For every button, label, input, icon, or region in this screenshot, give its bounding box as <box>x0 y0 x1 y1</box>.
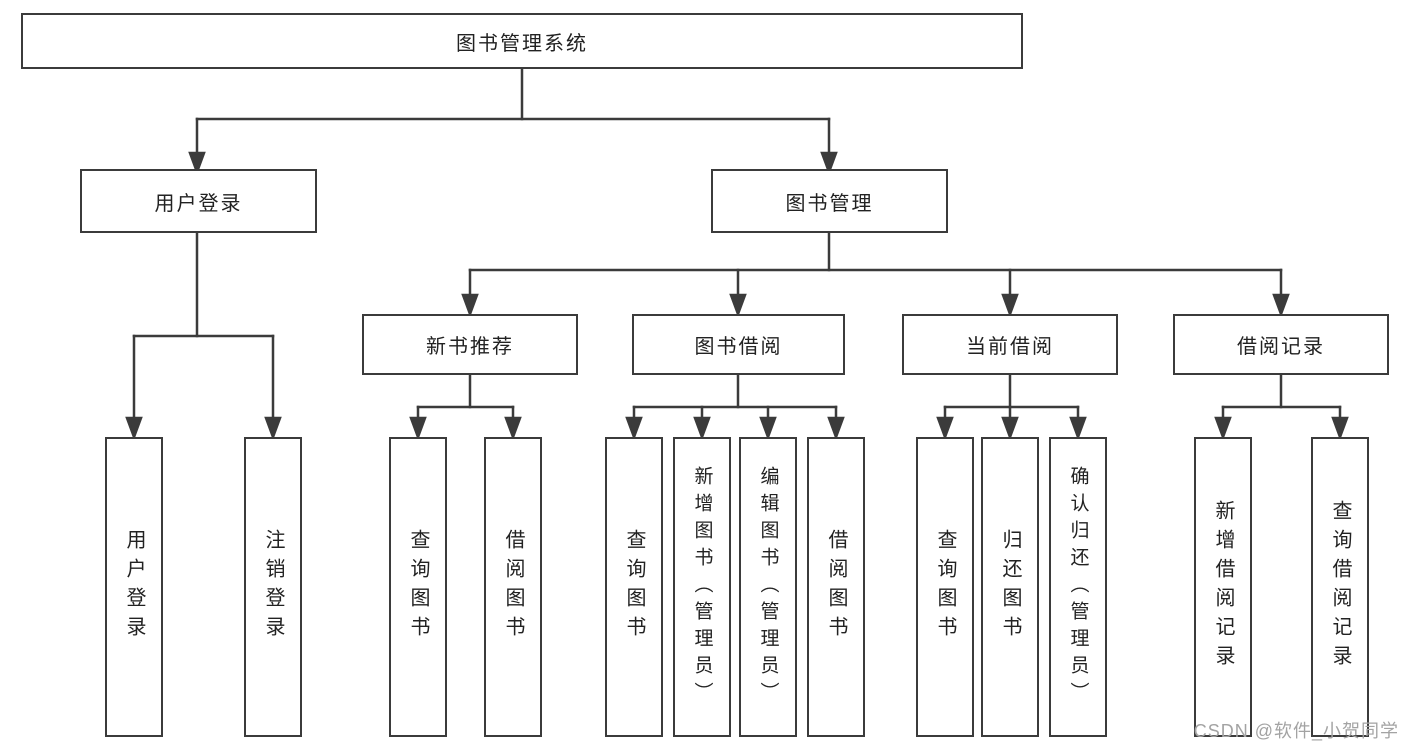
node-new-book-rec-label: 新书推荐 <box>426 336 514 358</box>
node-user-login: 用户登录 <box>80 169 317 233</box>
node-rec-borrow-books: 借阅图书 <box>484 437 542 737</box>
node-rec-query-books: 查询图书 <box>389 437 447 737</box>
node-borrow-records: 借阅记录 <box>1173 314 1389 375</box>
node-book-borrow: 图书借阅 <box>632 314 845 375</box>
node-borrow-query-books: 查询图书 <box>605 437 663 737</box>
connector-book-borrow-children <box>625 373 845 441</box>
node-book-mgmt: 图书管理 <box>711 169 948 233</box>
node-root-label: 图书管理系统 <box>456 32 588 55</box>
connector-book-mgmt-to-level3 <box>461 231 1290 318</box>
node-borrow-records-label: 借阅记录 <box>1237 336 1325 358</box>
csdn-watermark: CSDN @软件_小贺同学 <box>1193 721 1399 741</box>
connector-user-login-children <box>125 231 282 441</box>
node-book-borrow-label: 图书借阅 <box>694 336 783 358</box>
node-edit-books-admin: 编辑图书（管理员） <box>739 437 797 737</box>
node-add-borrow-record: 新增借阅记录 <box>1194 437 1252 737</box>
node-query-borrow-record: 查询借阅记录 <box>1311 437 1369 737</box>
connector-root-to-level2 <box>188 67 838 176</box>
node-new-book-rec: 新书推荐 <box>362 314 578 375</box>
node-return-books: 归还图书 <box>981 437 1039 737</box>
node-root: 图书管理系统 <box>21 13 1023 69</box>
connector-borrow-records-children <box>1214 373 1349 441</box>
node-current-borrow: 当前借阅 <box>902 314 1118 375</box>
node-confirm-return-admin: 确认归还（管理员） <box>1049 437 1107 737</box>
node-book-mgmt-label: 图书管理 <box>785 192 874 215</box>
node-add-books-admin: 新增图书（管理员） <box>673 437 731 737</box>
connector-current-borrow-children <box>936 373 1087 441</box>
node-logout: 注销登录 <box>244 437 302 737</box>
node-user-login-leaf: 用户登录 <box>105 437 163 737</box>
node-current-query-books: 查询图书 <box>916 437 974 737</box>
connector-new-book-rec-children <box>409 373 522 441</box>
node-user-login-label: 用户登录 <box>154 192 243 215</box>
node-current-borrow-label: 当前借阅 <box>966 336 1054 358</box>
node-borrow-borrow-books: 借阅图书 <box>807 437 865 737</box>
